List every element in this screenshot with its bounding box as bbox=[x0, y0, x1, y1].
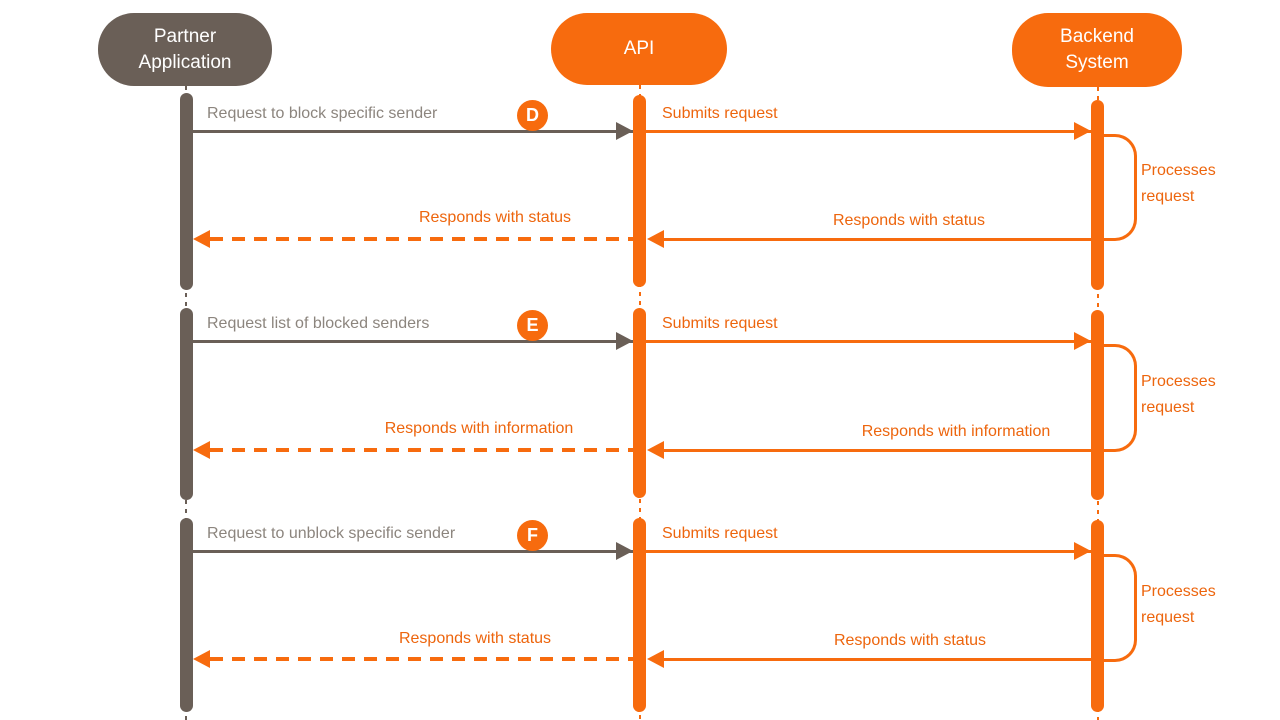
message-line-response-partner bbox=[210, 657, 633, 661]
actor-box-partner-application: Partner Application bbox=[98, 13, 272, 86]
message-line-request bbox=[186, 340, 633, 343]
message-line-request bbox=[186, 130, 633, 133]
message-label-response-partner: Responds with status bbox=[398, 630, 552, 647]
message-label-response-backend: Responds with status bbox=[833, 632, 987, 649]
activation-bar-api bbox=[633, 518, 646, 712]
arrowhead-right-icon bbox=[1074, 542, 1091, 560]
self-loop-arc bbox=[1098, 554, 1137, 662]
message-line-request bbox=[186, 550, 633, 553]
activation-bar-backend bbox=[1091, 100, 1104, 290]
arrowhead-right-icon bbox=[616, 542, 633, 560]
step-badge: F bbox=[517, 520, 548, 551]
arrowhead-left-icon bbox=[193, 441, 210, 459]
message-label-submit: Submits request bbox=[662, 525, 778, 542]
message-line-response-partner bbox=[210, 448, 633, 452]
activation-bar-api bbox=[633, 95, 646, 287]
message-label-process: Processes request bbox=[1141, 373, 1216, 416]
message-label-process: Processes request bbox=[1141, 583, 1216, 626]
message-line-response-partner bbox=[210, 237, 633, 241]
self-loop-arc bbox=[1098, 134, 1137, 241]
activation-bar-backend bbox=[1091, 520, 1104, 712]
message-label-submit: Submits request bbox=[662, 315, 778, 332]
message-label-process: Processes request bbox=[1141, 162, 1216, 205]
message-line-response-backend bbox=[664, 658, 1098, 661]
step-badge: D bbox=[517, 100, 548, 131]
message-label-request: Request to unblock specific sender bbox=[207, 525, 456, 542]
arrowhead-left-icon bbox=[193, 230, 210, 248]
activation-bar-backend bbox=[1091, 310, 1104, 500]
self-loop-arc bbox=[1098, 344, 1137, 452]
activation-bar-api bbox=[633, 308, 646, 498]
message-label-response-backend: Responds with information bbox=[861, 423, 1051, 440]
message-label-request: Request list of blocked senders bbox=[207, 315, 430, 332]
actor-box-api: API bbox=[551, 13, 727, 85]
arrowhead-left-icon bbox=[193, 650, 210, 668]
message-label-response-partner: Responds with information bbox=[384, 420, 574, 437]
message-label-submit: Submits request bbox=[662, 105, 778, 122]
activation-bar-partner bbox=[180, 93, 193, 290]
message-line-response-backend bbox=[664, 238, 1098, 241]
arrowhead-left-icon bbox=[647, 441, 664, 459]
activation-bar-partner bbox=[180, 308, 193, 500]
step-badge: E bbox=[517, 310, 548, 341]
actor-label-backend-system: Backend System bbox=[1060, 26, 1134, 73]
message-label-request: Request to block specific sender bbox=[207, 105, 438, 122]
arrowhead-right-icon bbox=[1074, 122, 1091, 140]
actor-label-partner-application: Partner Application bbox=[138, 25, 232, 73]
message-label-response-partner: Responds with status bbox=[418, 209, 572, 226]
message-line-submit bbox=[640, 340, 1091, 343]
message-line-submit bbox=[640, 130, 1091, 133]
activation-bar-partner bbox=[180, 518, 193, 712]
actor-label-api: API bbox=[623, 38, 655, 59]
actor-box-backend-system: Backend System bbox=[1012, 13, 1182, 87]
arrowhead-left-icon bbox=[647, 230, 664, 248]
message-label-response-backend: Responds with status bbox=[832, 212, 986, 229]
message-line-response-backend bbox=[664, 449, 1098, 452]
arrowhead-right-icon bbox=[616, 122, 633, 140]
arrowhead-left-icon bbox=[647, 650, 664, 668]
message-line-submit bbox=[640, 550, 1091, 553]
arrowhead-right-icon bbox=[616, 332, 633, 350]
arrowhead-right-icon bbox=[1074, 332, 1091, 350]
